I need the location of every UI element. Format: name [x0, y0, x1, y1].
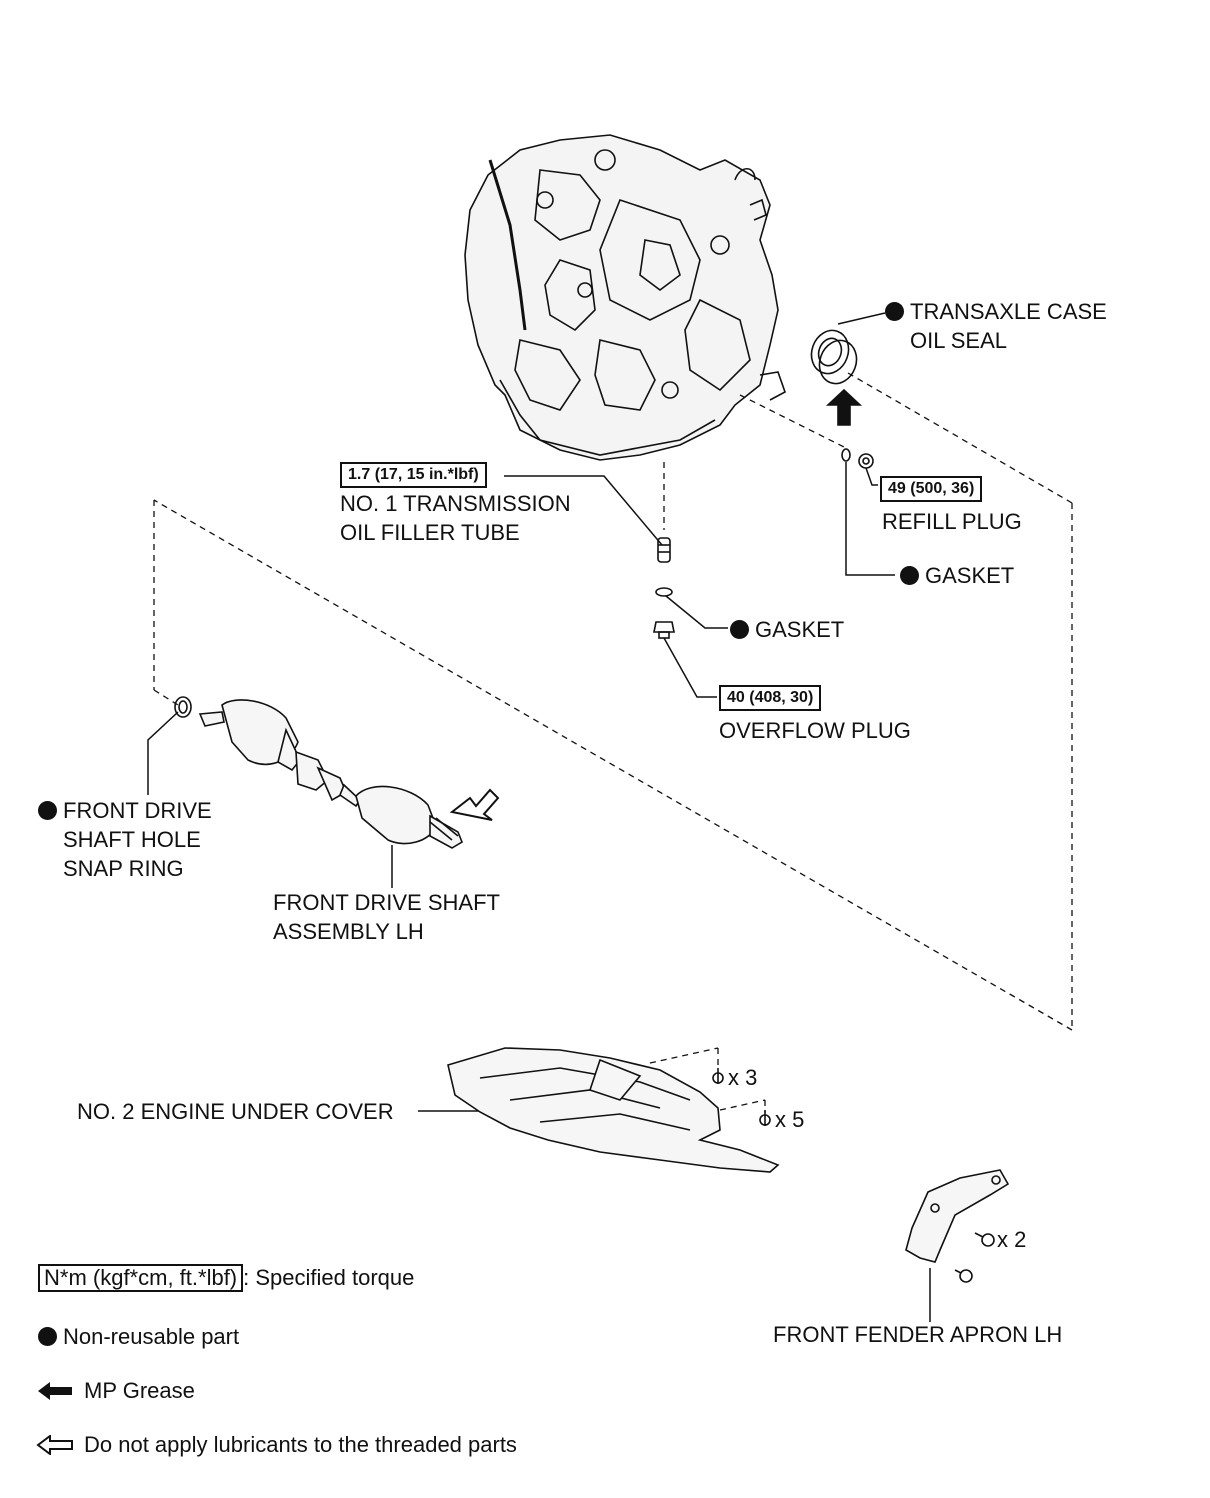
guide-lines: [153, 372, 1073, 1112]
mp-grease-arrow-icon: [38, 1382, 72, 1400]
transaxle-assembly: [464, 134, 786, 461]
drive-shaft-part: [198, 699, 463, 849]
filler-tube-torque-box: 1.7 (17, 15 in.*lbf): [340, 462, 487, 488]
non-reusable-dot-icon: [38, 801, 57, 820]
no-lubricant-arrow-icon: [36, 1435, 73, 1455]
oil-seal-part: [810, 329, 858, 385]
leader-lines: [147, 312, 931, 1322]
snap-ring-label: FRONT DRIVE SHAFT HOLE SNAP RING: [38, 796, 212, 883]
non-reusable-dot-icon: [38, 1327, 57, 1346]
overflow-plug-torque-box: 40 (408, 30): [719, 685, 822, 711]
refill-plug-torque-box: 49 (500, 36): [880, 476, 983, 502]
cover-bolt-qty-b: x 5: [775, 1107, 805, 1132]
overflow-plug-part: [653, 621, 675, 639]
mp-grease-arrow-icon: [825, 388, 863, 426]
non-reusable-dot-icon: [885, 302, 904, 321]
apron-screw-icon: [954, 1232, 995, 1283]
legend-no-lubricant: Do not apply lubricants to the threaded …: [36, 1432, 517, 1458]
legend-mp-grease: MP Grease: [36, 1378, 195, 1404]
oil-seal-label: TRANSAXLE CASE OIL SEAL: [885, 297, 1107, 355]
cover-bolt-qty-a: x 3: [728, 1065, 758, 1090]
overflow-plug-label: OVERFLOW PLUG: [719, 718, 911, 743]
legend-non-reusable: Non-reusable part: [38, 1324, 239, 1350]
refill-gasket-label: GASKET: [900, 561, 1014, 590]
legend-torque-box: N*m (kgf*cm, ft.*lbf): [38, 1264, 244, 1292]
non-reusable-dot-icon: [900, 566, 919, 585]
refill-plug-label: REFILL PLUG: [882, 509, 1022, 534]
fender-apron-label: FRONT FENDER APRON LH: [773, 1322, 1063, 1347]
non-reusable-dot-icon: [730, 620, 749, 639]
under-cover-part: [447, 1047, 780, 1173]
legend-torque: N*m (kgf*cm, ft.*lbf): Specified torque: [38, 1264, 414, 1292]
overflow-gasket-part: [655, 587, 673, 597]
cover-bolt-icon: [759, 1110, 771, 1126]
no-lubricant-arrow-icon: [449, 788, 500, 821]
under-cover-label: NO. 2 ENGINE UNDER COVER: [77, 1099, 394, 1124]
overflow-gasket-label: GASKET: [730, 615, 844, 644]
cover-bolt-icon: [712, 1068, 724, 1084]
fender-apron-part: [905, 1169, 1010, 1263]
apron-screw-qty: x 2: [997, 1227, 1027, 1252]
snap-ring-part: [174, 696, 192, 718]
